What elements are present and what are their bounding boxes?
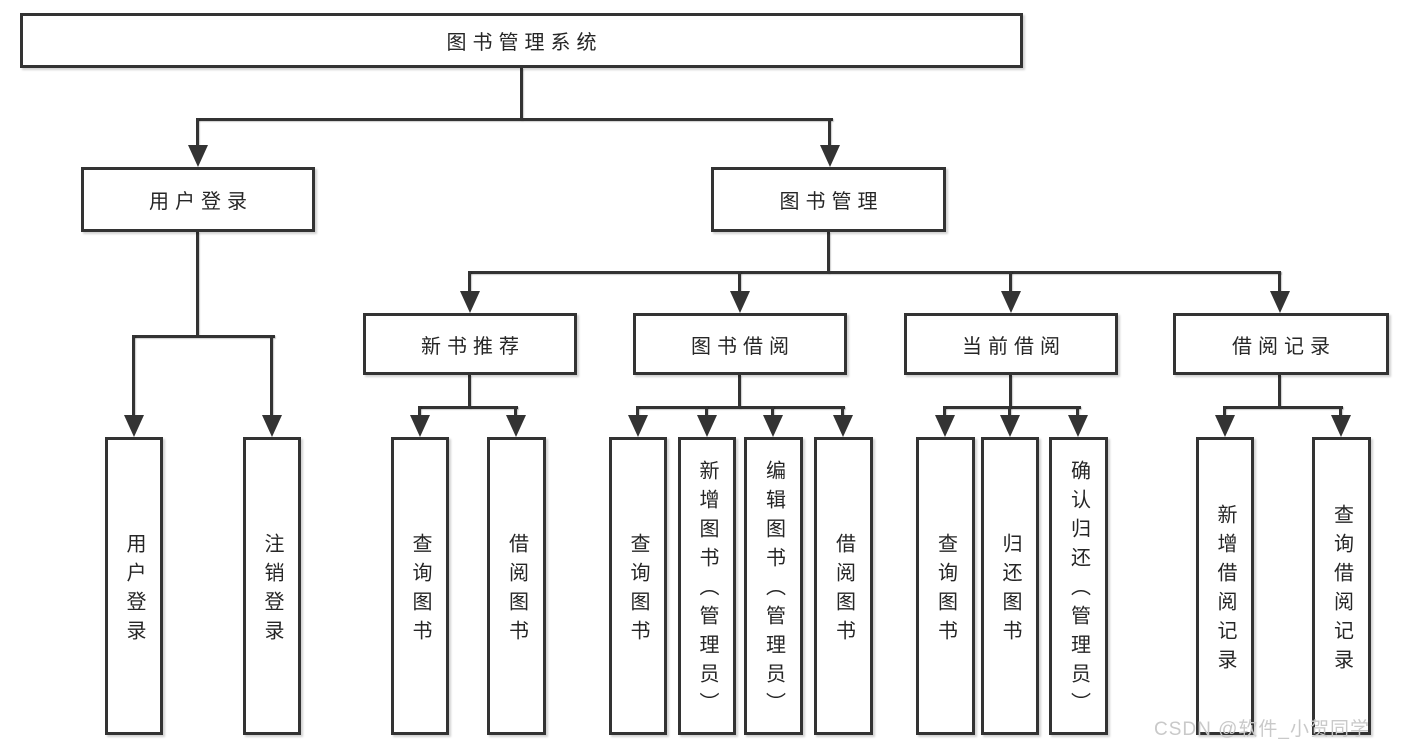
arrow-to-leaf-logout [262, 415, 282, 437]
connector-mgmt-drop-3 [1009, 271, 1012, 295]
connector-borrowing-drop-4 [841, 406, 844, 417]
leaf-current-query-books: 查询图书 [916, 437, 975, 735]
arrow-to-book-management [820, 145, 840, 167]
connector-root-drop-right [828, 118, 831, 148]
node-book-management: 图书管理 [711, 167, 946, 232]
arrow-to-current-query [935, 415, 955, 437]
connector-borrowing-drop-3 [771, 406, 774, 417]
leaf-logout: 注销登录 [243, 437, 301, 735]
leaf-current-return-books: 归还图书 [981, 437, 1039, 735]
csdn-watermark: CSDN @软件_小贺同学 [1154, 719, 1370, 740]
leaf-newbook-borrow-books: 借阅图书 [487, 437, 546, 735]
arrow-to-records-query [1331, 415, 1351, 437]
connector-current-stem [1009, 375, 1012, 408]
node-borrowing-records: 借阅记录 [1173, 313, 1389, 375]
leaf-borrowing-borrow-books: 借阅图书 [814, 437, 873, 735]
leaf-user-login: 用户登录 [105, 437, 163, 735]
node-library-system: 图书管理系统 [20, 13, 1023, 68]
arrow-to-user-login [188, 145, 208, 167]
connector-userlogin-drop-1 [132, 335, 135, 417]
arrow-to-borrowing-borrow [833, 415, 853, 437]
leaf-borrowing-edit-book-admin: 编辑图书（管理员） [744, 437, 803, 735]
connector-borrowing-drop-1 [636, 406, 639, 417]
arrow-to-newbook-borrow [506, 415, 526, 437]
connector-current-drop-1 [943, 406, 946, 417]
arrow-to-borrowing-add [697, 415, 717, 437]
connector-userlogin-rail [132, 335, 275, 338]
node-book-borrowing: 图书借阅 [633, 313, 847, 375]
connector-mgmt-stem [827, 232, 830, 273]
node-current-borrowing: 当前借阅 [904, 313, 1118, 375]
connector-root-drop-left [196, 118, 199, 148]
leaf-borrowing-query-books: 查询图书 [609, 437, 667, 735]
connector-records-rail [1223, 406, 1343, 409]
leaf-records-add-record: 新增借阅记录 [1196, 437, 1254, 735]
connector-borrowing-drop-2 [705, 406, 708, 417]
connector-root-rail [196, 118, 833, 121]
node-user-login: 用户登录 [81, 167, 315, 232]
connector-mgmt-drop-4 [1278, 271, 1281, 295]
arrow-to-current-return [1000, 415, 1020, 437]
connector-records-drop-1 [1223, 406, 1226, 417]
connector-records-drop-2 [1339, 406, 1342, 417]
connector-userlogin-drop-2 [270, 335, 273, 417]
connector-mgmt-rail [468, 271, 1281, 274]
connector-userlogin-stem [196, 232, 199, 336]
arrow-to-book-borrowing [730, 291, 750, 313]
connector-mgmt-drop-1 [468, 271, 471, 295]
connector-root-stem [520, 68, 523, 120]
connector-mgmt-drop-2 [738, 271, 741, 295]
arrow-to-borrowing-query [628, 415, 648, 437]
leaf-newbook-query-books: 查询图书 [391, 437, 449, 735]
connector-newbook-drop-1 [418, 406, 421, 417]
arrow-to-records-add [1215, 415, 1235, 437]
connector-newbook-drop-2 [514, 406, 517, 417]
connector-current-drop-2 [1008, 406, 1011, 417]
connector-newbook-stem [468, 375, 471, 408]
connector-current-rail [943, 406, 1081, 409]
arrow-to-new-book-recommend [460, 291, 480, 313]
leaf-current-confirm-return-admin: 确认归还（管理员） [1049, 437, 1108, 735]
arrow-to-leaf-user-login [124, 415, 144, 437]
arrow-to-current-confirm [1068, 415, 1088, 437]
arrow-to-borrowing-records [1270, 291, 1290, 313]
connector-borrowing-stem [738, 375, 741, 408]
node-new-book-recommend: 新书推荐 [363, 313, 577, 375]
arrow-to-newbook-query [410, 415, 430, 437]
arrow-to-current-borrowing [1001, 291, 1021, 313]
leaf-records-query-record: 查询借阅记录 [1312, 437, 1371, 735]
leaf-borrowing-add-book-admin: 新增图书（管理员） [678, 437, 736, 735]
connector-newbook-rail [418, 406, 518, 409]
connector-borrowing-rail [636, 406, 845, 409]
arrow-to-borrowing-edit [763, 415, 783, 437]
connector-current-drop-3 [1076, 406, 1079, 417]
connector-records-stem [1278, 375, 1281, 408]
